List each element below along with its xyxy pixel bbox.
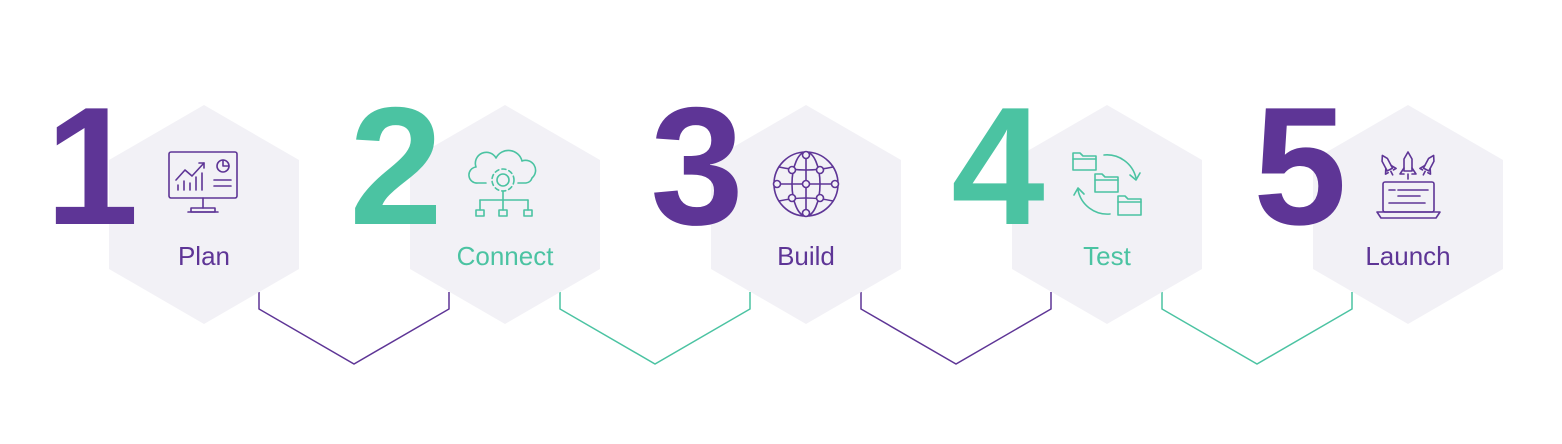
laptop-rockets-icon [1376, 151, 1441, 219]
step-5-label: Launch [1365, 241, 1450, 271]
cloud-network-icon [468, 149, 537, 217]
step-4-number: 4 [951, 72, 1044, 260]
step-2-number: 2 [349, 72, 442, 260]
step-1-number: 1 [45, 72, 138, 260]
step-labels: Plan Connect Build Test Launch [178, 241, 1451, 271]
step-1-hexagon [109, 105, 299, 324]
connector-3-4 [860, 292, 1052, 365]
folder-sync-icon [1072, 152, 1142, 216]
step-3-number: 3 [650, 72, 743, 260]
globe-network-icon [772, 150, 840, 218]
step-3-label: Build [777, 241, 835, 271]
step-5-number: 5 [1253, 72, 1346, 260]
hexagons [109, 105, 1503, 324]
step-1-label: Plan [178, 241, 230, 271]
monitor-chart-icon [168, 151, 238, 213]
connectors [258, 292, 1353, 365]
connector-1-2 [258, 292, 450, 365]
connector-4-5 [1161, 292, 1353, 365]
connector-2-3 [559, 292, 751, 365]
step-2-label: Connect [457, 241, 555, 271]
step-numbers: 1 2 3 4 5 [45, 72, 1346, 260]
step-5-hexagon [1313, 105, 1503, 324]
step-4-label: Test [1083, 241, 1131, 271]
step-2-hexagon [410, 105, 600, 324]
